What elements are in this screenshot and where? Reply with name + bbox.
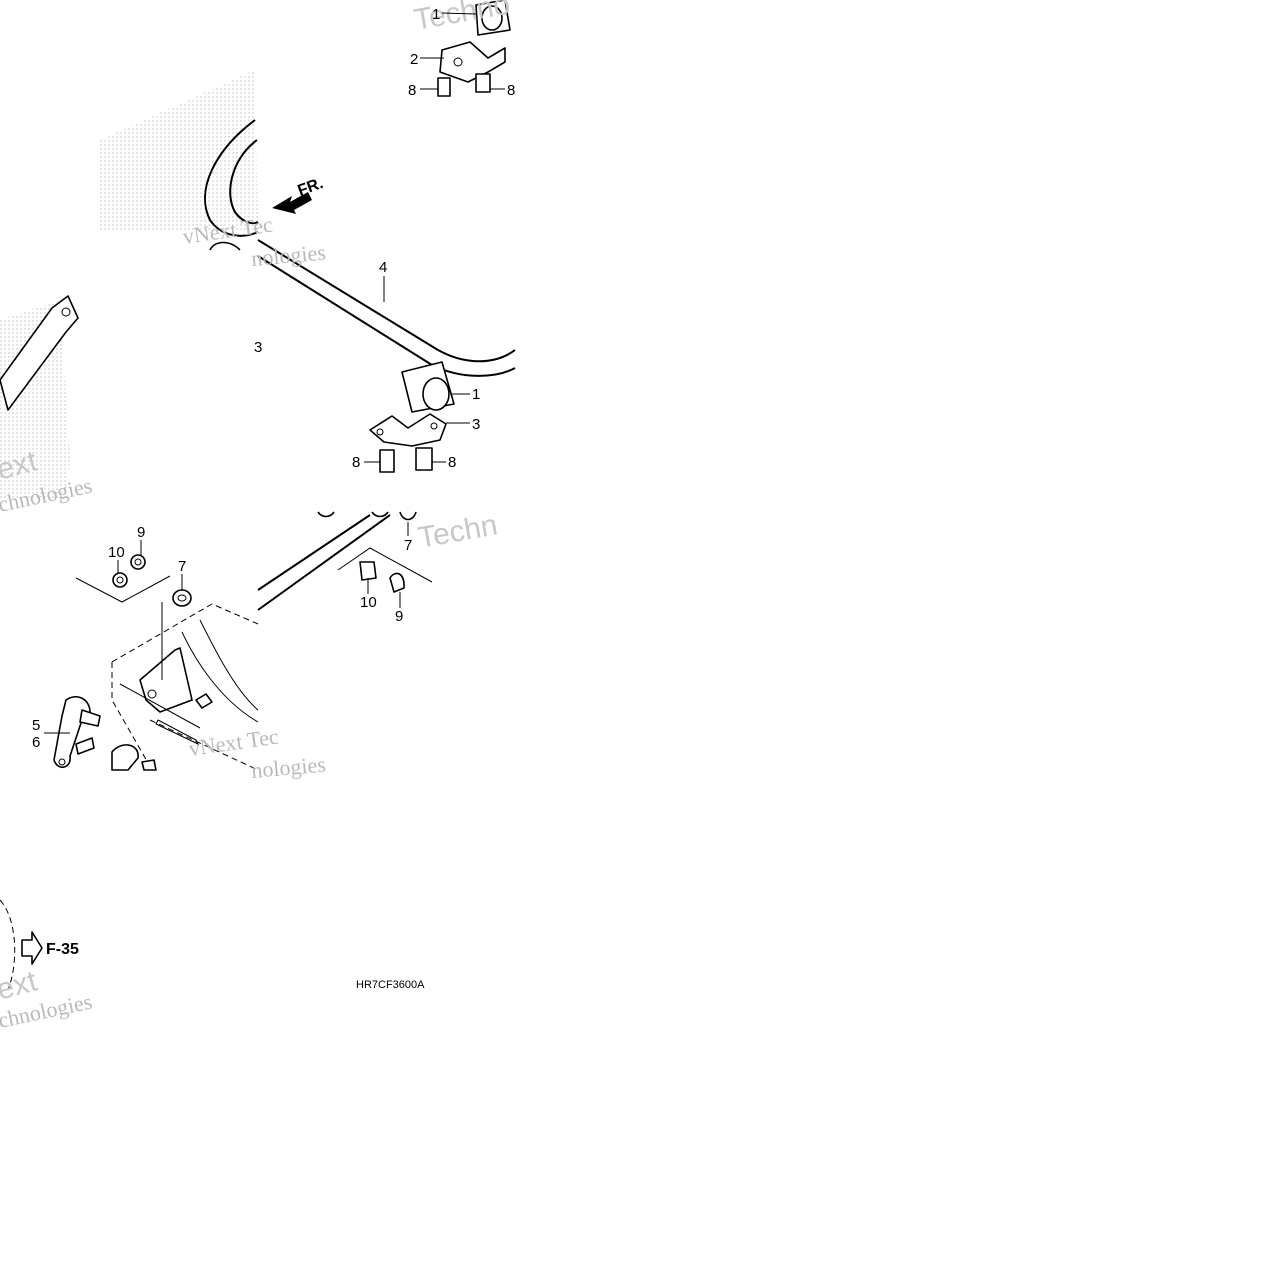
callout-3-stub: 3 (254, 339, 262, 356)
ref-boundary (0, 899, 16, 991)
link-rod (53, 696, 157, 771)
callout-10-left: 10 (108, 544, 125, 561)
callout-8-middle-right: 8 (448, 454, 456, 471)
logo-watermark (0, 70, 258, 500)
callout-10-right: 10 (360, 594, 377, 611)
callout-8-top-right: 8 (507, 82, 515, 99)
callout-8-middle-left: 8 (352, 454, 360, 471)
nuts-left (75, 554, 171, 603)
left-shaft (0, 295, 79, 411)
bracket-top (439, 41, 506, 83)
link-assembly (111, 602, 259, 771)
ref-arrow-f35: F-35 (21, 931, 79, 965)
stabilizer-bar-lower (257, 511, 417, 611)
callout-9-left: 9 (137, 524, 145, 541)
front-arrow-label: FR. (296, 175, 326, 200)
stabilizer-bar-upper-left (204, 119, 259, 251)
leader-lines (44, 12, 505, 734)
callout-6: 6 (32, 734, 40, 751)
bolts-top (437, 73, 491, 97)
callout-2: 2 (410, 51, 418, 68)
callout-5: 5 (32, 717, 40, 734)
callout-9-right: 9 (395, 608, 403, 625)
callout-1-middle: 1 (472, 386, 480, 403)
callout-3: 3 (472, 416, 480, 433)
callout-8-top-left: 8 (408, 82, 416, 99)
bushing-small-left (172, 589, 192, 607)
watermark-nologies-1: nologies (250, 240, 326, 271)
callouts: 1 2 8 8 4 3 1 3 8 8 9 10 7 7 10 9 5 6 (32, 6, 515, 751)
ref-label: F-35 (46, 941, 79, 958)
bolts-middle (379, 447, 433, 473)
bracket-middle (369, 413, 447, 447)
front-arrow: FR. (272, 175, 326, 214)
watermark-nologies-2: nologies (250, 752, 326, 783)
diagram-code: HR7CF3600A (356, 979, 425, 991)
nuts-right (337, 547, 433, 593)
callout-4: 4 (379, 259, 387, 276)
callout-1-top: 1 (432, 6, 440, 23)
watermark-techn-mid: Techn (415, 508, 500, 554)
callout-7-left: 7 (178, 558, 186, 575)
watermark-vnext-2: vNext Tec (187, 724, 280, 761)
bushing-top (475, 0, 511, 36)
callout-7-right: 7 (404, 537, 412, 554)
bushing-middle (401, 361, 455, 413)
